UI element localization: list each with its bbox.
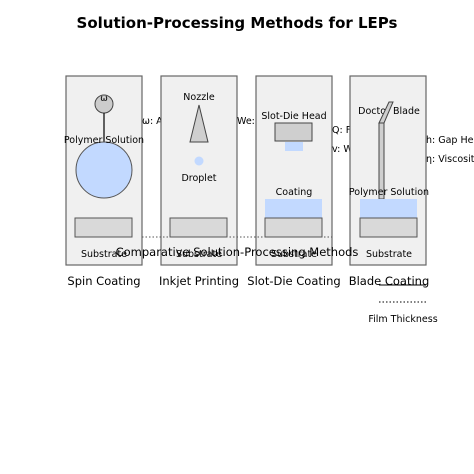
diagram-title: Solution-Processing Methods for LEPs <box>77 14 398 32</box>
slotdie-method-label: Slot-Die Coating <box>247 274 340 288</box>
inkjet-parameter: We: <box>237 116 255 127</box>
spin-coating-panel: ω Polymer Solution Substrate ω: A Spin C… <box>64 75 163 288</box>
blade-parameter-viscosity: η: Viscosit <box>426 154 474 165</box>
blade-parameter-gap: h: Gap Hei <box>426 135 474 146</box>
inkjet-substrate <box>169 217 228 238</box>
inkjet-method-label: Inkjet Printing <box>159 274 239 288</box>
inkjet-substrate-label: Substrate <box>176 249 222 260</box>
blade-coating-panel: Doctor Blade Polymer Solution Substrate … <box>349 75 474 288</box>
blade-substrate <box>359 217 418 238</box>
spin-substrate-label: Substrate <box>81 249 127 260</box>
inkjet-droplet-label: Droplet <box>181 173 216 184</box>
slotdie-parameter-flow: Q: F <box>332 125 351 136</box>
slotdie-coating-label: Coating <box>276 187 313 198</box>
slotdie-coating-layer <box>265 199 322 218</box>
slotdie-head-icon <box>274 122 313 142</box>
blade-solution-label: Polymer Solution <box>349 187 429 198</box>
spin-method-label: Spin Coating <box>67 274 140 288</box>
blade-method-label: Blade Coating <box>349 274 430 288</box>
comparison-label: Comparative Solution-Processing Methods <box>116 245 359 259</box>
spin-rotor-symbol: ω <box>100 94 108 104</box>
slotdie-substrate-label: Substrate <box>271 249 317 260</box>
slotdie-head-label: Slot-Die Head <box>261 111 326 122</box>
blade-solution-layer <box>360 199 417 218</box>
slotdie-flow <box>285 142 303 151</box>
inkjet-nozzle-label: Nozzle <box>183 92 215 103</box>
inkjet-nozzle-icon <box>189 104 209 143</box>
blade-substrate-label: Substrate <box>366 249 412 260</box>
slotdie-substrate <box>264 217 323 238</box>
spin-solution-drop <box>75 141 133 199</box>
spin-solution-label: Polymer Solution <box>64 135 144 146</box>
spin-parameter: ω: A <box>142 116 163 127</box>
inkjet-droplet <box>194 156 204 166</box>
slotdie-parameter-speed: v: W <box>332 144 353 155</box>
slot-die-coating-panel: Slot-Die Head Coating Substrate Q: F v: … <box>247 75 353 288</box>
spin-substrate <box>74 217 133 238</box>
inkjet-printing-panel: Nozzle Droplet Substrate We: Inkjet Prin… <box>159 75 255 288</box>
film-thickness-label: Film Thickness <box>368 314 437 325</box>
